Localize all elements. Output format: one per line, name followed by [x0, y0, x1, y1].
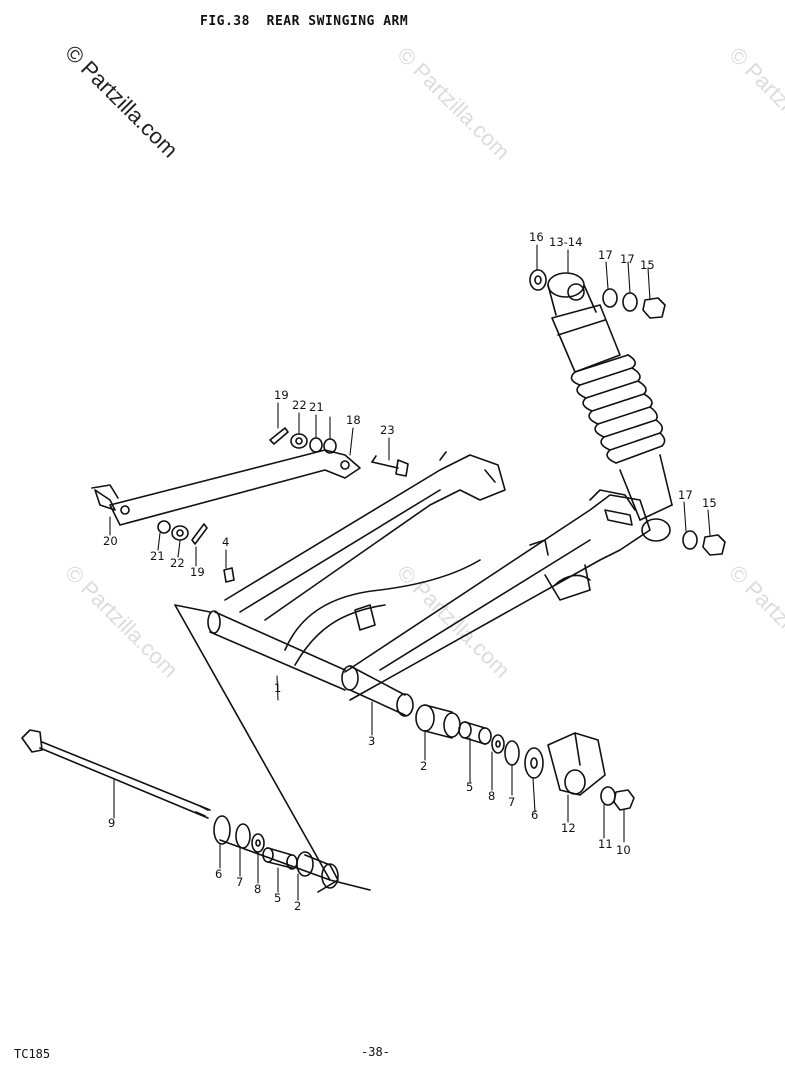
shock-bottom-hardware [683, 531, 725, 555]
callout-17-top-b: 17 [620, 252, 635, 266]
figure-number: FIG.38 [200, 14, 250, 29]
shock-top-hardware [530, 270, 665, 318]
grease-nipple [224, 568, 234, 582]
callout-7-left: 7 [236, 875, 244, 889]
model-code: TC185 [14, 1047, 51, 1061]
callout-4: 4 [222, 535, 230, 549]
torque-link [92, 450, 360, 525]
callout-12: 12 [561, 821, 576, 835]
callout-22-upper: 22 [292, 398, 307, 412]
callout-18: 18 [346, 413, 361, 427]
callout-17-top-a: 17 [598, 248, 613, 262]
figure-name: REAR SWINGING ARM [266, 14, 409, 29]
left-bushing-stack [214, 816, 338, 892]
upper-link-hardware [270, 428, 336, 453]
callout-2-right: 2 [420, 759, 428, 773]
callout-19-lower: 19 [190, 565, 205, 579]
callout-22-lower: 22 [170, 556, 185, 570]
figure-title: FIG.38 REAR SWINGING ARM [200, 14, 408, 29]
callout-8-left: 8 [254, 882, 262, 896]
callout-6-right: 6 [531, 808, 539, 822]
callout-9: 9 [108, 816, 116, 830]
callout-8-right: 8 [488, 789, 496, 803]
callout-15-bottom: 15 [702, 496, 717, 510]
callout-11: 11 [598, 837, 613, 851]
right-bushing-stack [416, 705, 634, 810]
callout-10: 10 [616, 843, 631, 857]
callout-5-right: 5 [466, 780, 474, 794]
callout-2-left: 2 [294, 899, 302, 913]
pivot-bolt [22, 730, 210, 818]
callout-6-left: 6 [215, 867, 223, 881]
callout-5-left: 5 [274, 891, 282, 905]
callout-19-upper: 19 [274, 388, 289, 402]
page-number: -38- [361, 1045, 390, 1059]
swinging-arm [208, 452, 650, 716]
callout-7-right: 7 [508, 795, 516, 809]
callout-17-bottom: 17 [678, 488, 693, 502]
callout-16: 16 [529, 230, 544, 244]
callout-1: 1 [274, 681, 282, 695]
assembly-triangle [175, 605, 370, 890]
callout-15-top: 15 [640, 258, 655, 272]
callout-21-lower: 21 [150, 549, 165, 563]
callout-3: 3 [368, 734, 376, 748]
bolt-23 [372, 456, 408, 476]
callout-21-upper: 21 [309, 400, 324, 414]
leader-lines [110, 245, 710, 900]
callout-13-14: 13-14 [549, 235, 583, 249]
lower-link-hardware [158, 521, 207, 544]
callout-20: 20 [103, 534, 118, 548]
callout-23: 23 [380, 423, 395, 437]
shock-absorber [548, 273, 672, 541]
